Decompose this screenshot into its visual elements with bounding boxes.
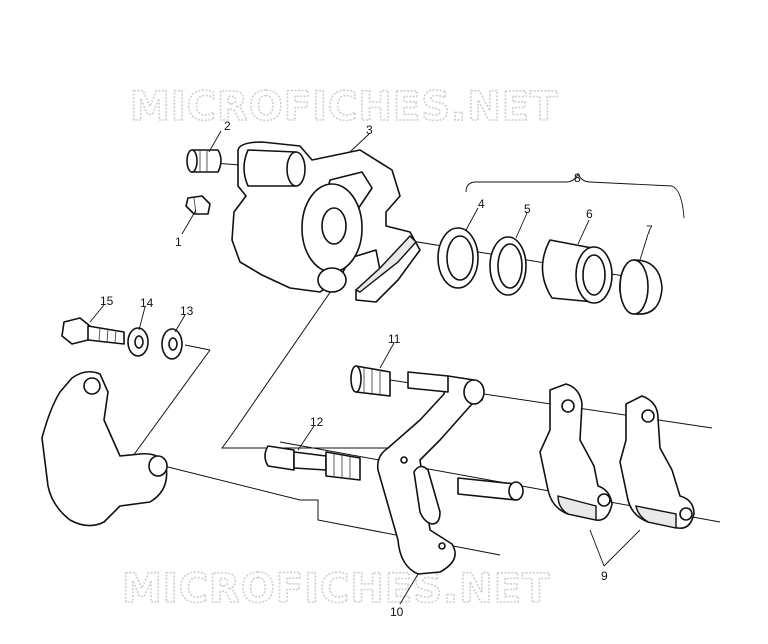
callout-8: 8 (574, 171, 581, 185)
part-14-lock-washer (127, 327, 149, 357)
callout-4: 4 (478, 197, 485, 211)
callout-5: 5 (524, 202, 531, 216)
part-9-brake-pads (539, 383, 695, 530)
watermark-bottom: MICROFICHES.NET (122, 566, 550, 612)
part-15-bolt (61, 317, 125, 345)
callout-6: 6 (586, 207, 593, 221)
callout-10: 10 (390, 605, 404, 619)
callout-12: 12 (310, 415, 324, 429)
callout-14: 14 (140, 296, 154, 310)
leader-lines (89, 130, 649, 605)
callout-3: 3 (366, 123, 373, 137)
mounting-bracket (41, 370, 168, 527)
callout-13: 13 (180, 304, 194, 318)
part-4-piston-seal (437, 227, 479, 289)
part-2-bleeder-cap (186, 149, 222, 173)
part-6-piston (541, 239, 613, 304)
callout-labels: 2 1 3 4 5 6 7 8 9 10 11 12 13 14 15 (100, 119, 653, 619)
part-11-slide-pin (350, 365, 391, 397)
callout-15: 15 (100, 294, 114, 308)
watermark-top: MICROFICHES.NET (130, 84, 558, 130)
callout-7: 7 (646, 223, 653, 237)
part-3-caliper-body (231, 141, 421, 303)
part-12-pin (264, 445, 361, 481)
callout-1: 1 (175, 235, 182, 249)
part-13-washer (161, 328, 183, 360)
part-10-anchor-plate (376, 371, 524, 575)
callout-11: 11 (388, 332, 401, 346)
callout-9: 9 (601, 569, 608, 583)
part-1-bleeder-screw (185, 195, 211, 215)
callout-2: 2 (224, 119, 231, 133)
part-5-dust-seal (489, 236, 527, 296)
bracket-8 (465, 172, 685, 219)
part-7-piston-cap (619, 259, 663, 315)
